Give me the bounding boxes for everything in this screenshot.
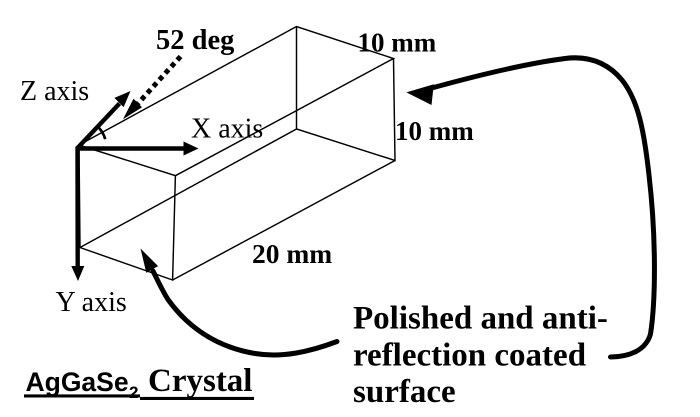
svg-text:Polished and anti-: Polished and anti- <box>353 301 608 337</box>
svg-text:52 deg: 52 deg <box>156 25 234 56</box>
svg-text:X axis: X axis <box>191 114 263 145</box>
svg-text:AgGaSe: AgGaSe <box>26 367 129 397</box>
svg-text:Z axis: Z axis <box>20 76 89 107</box>
svg-text:reflection coated: reflection coated <box>353 337 586 373</box>
svg-text:surface: surface <box>353 374 456 410</box>
svg-text:10 mm: 10 mm <box>395 116 474 146</box>
svg-text:10 mm: 10 mm <box>358 28 437 58</box>
svg-text:2: 2 <box>129 383 138 402</box>
svg-text:Crystal: Crystal <box>148 363 252 399</box>
svg-text:20 mm: 20 mm <box>252 238 332 269</box>
svg-text:Y axis: Y axis <box>56 287 127 318</box>
